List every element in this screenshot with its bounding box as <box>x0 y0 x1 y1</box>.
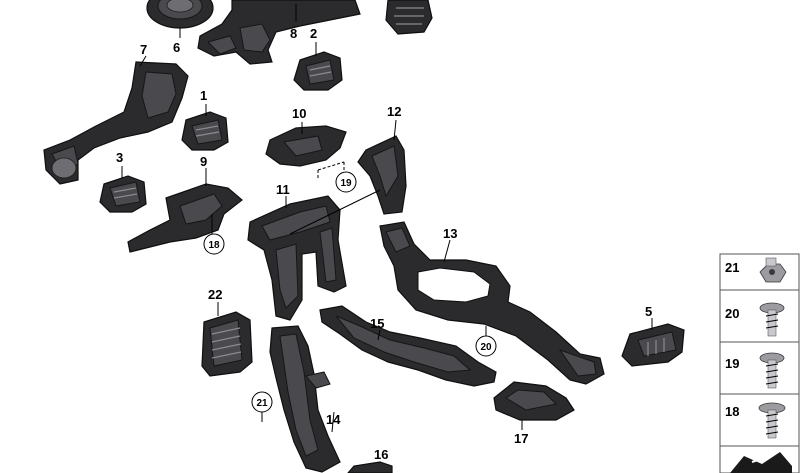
top-right-vent <box>385 0 433 35</box>
legend-bottom-symbol <box>730 452 792 473</box>
circled-ref-19: 19 <box>335 171 357 193</box>
part-6-round-vent <box>146 0 214 29</box>
part-22-grille <box>201 311 253 377</box>
part-10-duct-piece <box>265 125 347 167</box>
label-13: 13 <box>443 226 457 241</box>
part-5-vent <box>621 323 685 367</box>
svg-text:20: 20 <box>725 306 739 321</box>
label-1: 1 <box>200 88 207 103</box>
legend-row-19: 19 <box>725 352 785 389</box>
part-12-vertical-duct <box>357 135 407 215</box>
label-22: 22 <box>208 287 222 302</box>
label-14: 14 <box>326 412 341 427</box>
part-16-piece <box>347 461 393 473</box>
legend-row-18: 18 <box>725 402 786 439</box>
part-17-bracket <box>493 381 575 421</box>
svg-text:20: 20 <box>480 342 492 353</box>
part-3-vent <box>99 175 147 213</box>
part-13-loop-duct <box>379 221 605 385</box>
part-1-vent <box>181 111 229 151</box>
svg-text:18: 18 <box>725 404 739 419</box>
hardware-legend: 21 20 19 18 <box>719 253 800 473</box>
label-12: 12 <box>387 104 401 119</box>
part-9-duct <box>127 183 243 253</box>
leader-lines <box>121 4 653 433</box>
svg-text:21: 21 <box>725 260 739 275</box>
legend-row-20: 20 <box>725 302 785 337</box>
part-15-duct <box>319 305 497 387</box>
part-2-vent <box>293 51 343 91</box>
label-10: 10 <box>292 106 306 121</box>
svg-text:18: 18 <box>208 240 220 251</box>
part-7-left-duct <box>43 61 189 185</box>
svg-text:19: 19 <box>340 178 352 189</box>
label-7: 7 <box>140 42 147 57</box>
label-5: 5 <box>645 304 652 319</box>
legend-row-21: 21 <box>725 257 787 283</box>
circled-ref-18: 18 <box>203 233 225 255</box>
label-8: 8 <box>290 26 297 41</box>
label-3: 3 <box>116 150 123 165</box>
label-9: 9 <box>200 154 207 169</box>
label-11: 11 <box>276 182 290 197</box>
part-14-duct <box>269 325 341 473</box>
circled-ref-21: 21 <box>251 391 273 413</box>
label-15: 15 <box>370 316 384 331</box>
circled-ref-20: 20 <box>475 335 497 357</box>
label-16: 16 <box>374 447 388 462</box>
label-6: 6 <box>173 40 180 55</box>
part-11-center-duct <box>247 195 347 321</box>
label-2: 2 <box>310 26 317 41</box>
svg-text:21: 21 <box>256 398 268 409</box>
svg-text:19: 19 <box>725 356 739 371</box>
part-8-center-duct <box>197 0 361 65</box>
label-17: 17 <box>514 431 528 446</box>
